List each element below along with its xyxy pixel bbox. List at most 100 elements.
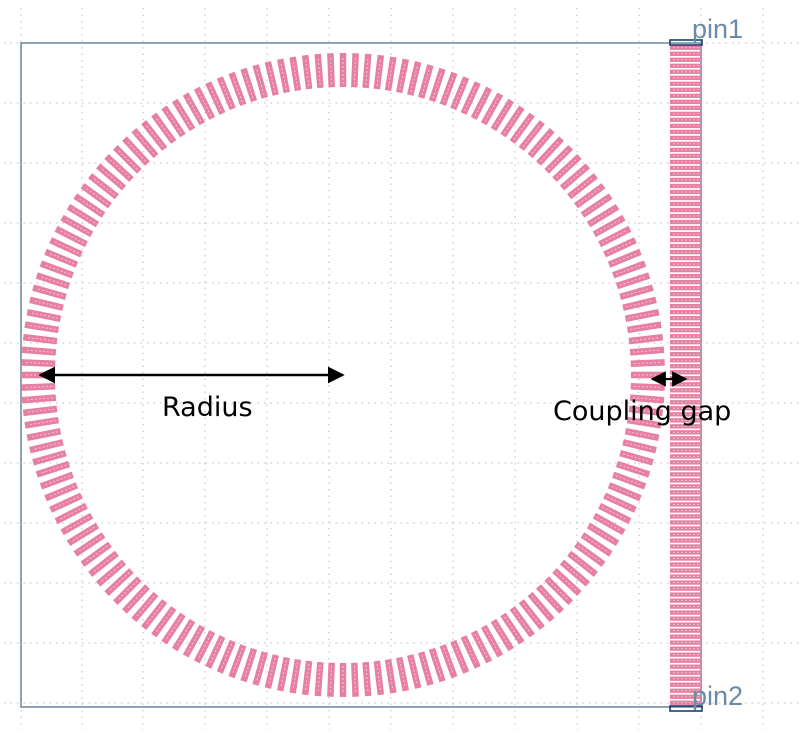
- ring-segment: [88, 550, 119, 577]
- waveguide-segment: [670, 694, 702, 699]
- waveguide-segment: [670, 484, 702, 489]
- waveguide-segment: [670, 370, 702, 375]
- ring-segment: [80, 541, 112, 567]
- waveguide-segment: [670, 622, 702, 627]
- ring-segment: [460, 81, 481, 115]
- ring-segment: [104, 568, 134, 596]
- ring-segment: [161, 105, 186, 138]
- waveguide-segment: [670, 285, 702, 291]
- ring-segment: [598, 502, 632, 525]
- ring-segment: [21, 346, 57, 356]
- waveguide-segment: [670, 664, 702, 669]
- waveguide-segment: [670, 303, 702, 309]
- ring-segment: [518, 120, 545, 151]
- ring-segment: [228, 644, 247, 679]
- waveguide-segment: [670, 316, 702, 321]
- ring-segment: [182, 624, 206, 658]
- ring-segment: [80, 183, 112, 209]
- waveguide-segment: [670, 255, 702, 261]
- waveguide-segment: [670, 81, 702, 86]
- ring-segment: [264, 654, 279, 689]
- waveguide-segment: [670, 412, 702, 417]
- ring-segment: [450, 639, 470, 674]
- waveguide-segment: [670, 195, 702, 201]
- waveguide-segment: [670, 358, 702, 363]
- ring-segment: [615, 272, 651, 290]
- ring-segment: [395, 656, 410, 692]
- ring-segment: [29, 439, 64, 454]
- waveguide-segment: [670, 352, 702, 357]
- waveguide-segment: [670, 147, 702, 153]
- ring-segment: [141, 120, 168, 151]
- ring-segment: [26, 427, 62, 442]
- ring-segment: [301, 54, 313, 90]
- ring-segment: [536, 136, 564, 166]
- waveguide-segment: [670, 141, 702, 147]
- ring-segment: [612, 260, 647, 279]
- waveguide-segment: [670, 700, 702, 705]
- ring-segment: [193, 630, 216, 664]
- ring-segment: [586, 203, 620, 228]
- ring-segment: [351, 53, 359, 88]
- ring-segment: [22, 405, 58, 417]
- waveguide-segment: [670, 105, 702, 111]
- waveguide-segment: [670, 400, 702, 405]
- ring-segment: [66, 522, 100, 547]
- ring-segment: [131, 128, 159, 159]
- waveguide-segment: [670, 93, 702, 98]
- ring-segment: [622, 296, 657, 311]
- ring-segment: [182, 92, 206, 126]
- ring-segment: [122, 136, 150, 166]
- ring-segment: [54, 225, 88, 248]
- waveguide-segment: [670, 261, 702, 267]
- waveguide-segment: [670, 237, 702, 243]
- waveguide-segment: [670, 592, 702, 597]
- ring-segment: [240, 647, 258, 683]
- ring-segment: [629, 346, 665, 356]
- ring-segment: [418, 651, 434, 686]
- waveguide-segment: [670, 99, 702, 105]
- ring-segment: [44, 482, 79, 502]
- pin2-label: pin2: [692, 681, 743, 711]
- ring-segment: [603, 492, 637, 513]
- coupling-gap-label: Coupling gap: [553, 396, 731, 427]
- ring-segment: [22, 333, 58, 345]
- ring-segment: [339, 53, 347, 87]
- ring-segment: [21, 394, 57, 404]
- ring-segment: [88, 173, 119, 200]
- waveguide-segment: [670, 123, 702, 129]
- ring-segment: [629, 394, 665, 404]
- ring-segment: [500, 105, 525, 138]
- ring-segment: [586, 522, 620, 547]
- waveguide-segment: [670, 568, 702, 573]
- ring-segment: [96, 559, 127, 587]
- waveguide-segment: [670, 291, 702, 297]
- ring-segment: [619, 450, 654, 466]
- ring-segment: [384, 658, 397, 694]
- ring-segment: [439, 71, 458, 106]
- ring-segment: [373, 660, 385, 696]
- ring-segment: [580, 193, 613, 218]
- waveguide-segment: [670, 279, 702, 285]
- ring-segment: [490, 618, 515, 652]
- ring-segment: [428, 67, 446, 103]
- waveguide-segment: [670, 328, 702, 333]
- ring-segment: [384, 56, 397, 92]
- ring-segment: [104, 154, 134, 182]
- ring-segment: [49, 237, 83, 258]
- ring-segment: [607, 248, 642, 268]
- ring-segment: [527, 128, 555, 159]
- waveguide-segment: [670, 676, 702, 681]
- ring-segment: [44, 248, 79, 268]
- ring-segment: [592, 214, 626, 238]
- waveguide-segment: [670, 562, 702, 567]
- waveguide-segment: [670, 406, 702, 411]
- pin2-marker: [669, 705, 703, 712]
- ring-segment: [407, 61, 422, 96]
- ring-segment: [73, 532, 106, 557]
- ring-segment: [276, 58, 291, 94]
- ring-segment: [228, 71, 247, 106]
- waveguide-segment: [670, 111, 702, 117]
- waveguide-segment: [670, 346, 702, 351]
- ring-segment: [32, 284, 67, 300]
